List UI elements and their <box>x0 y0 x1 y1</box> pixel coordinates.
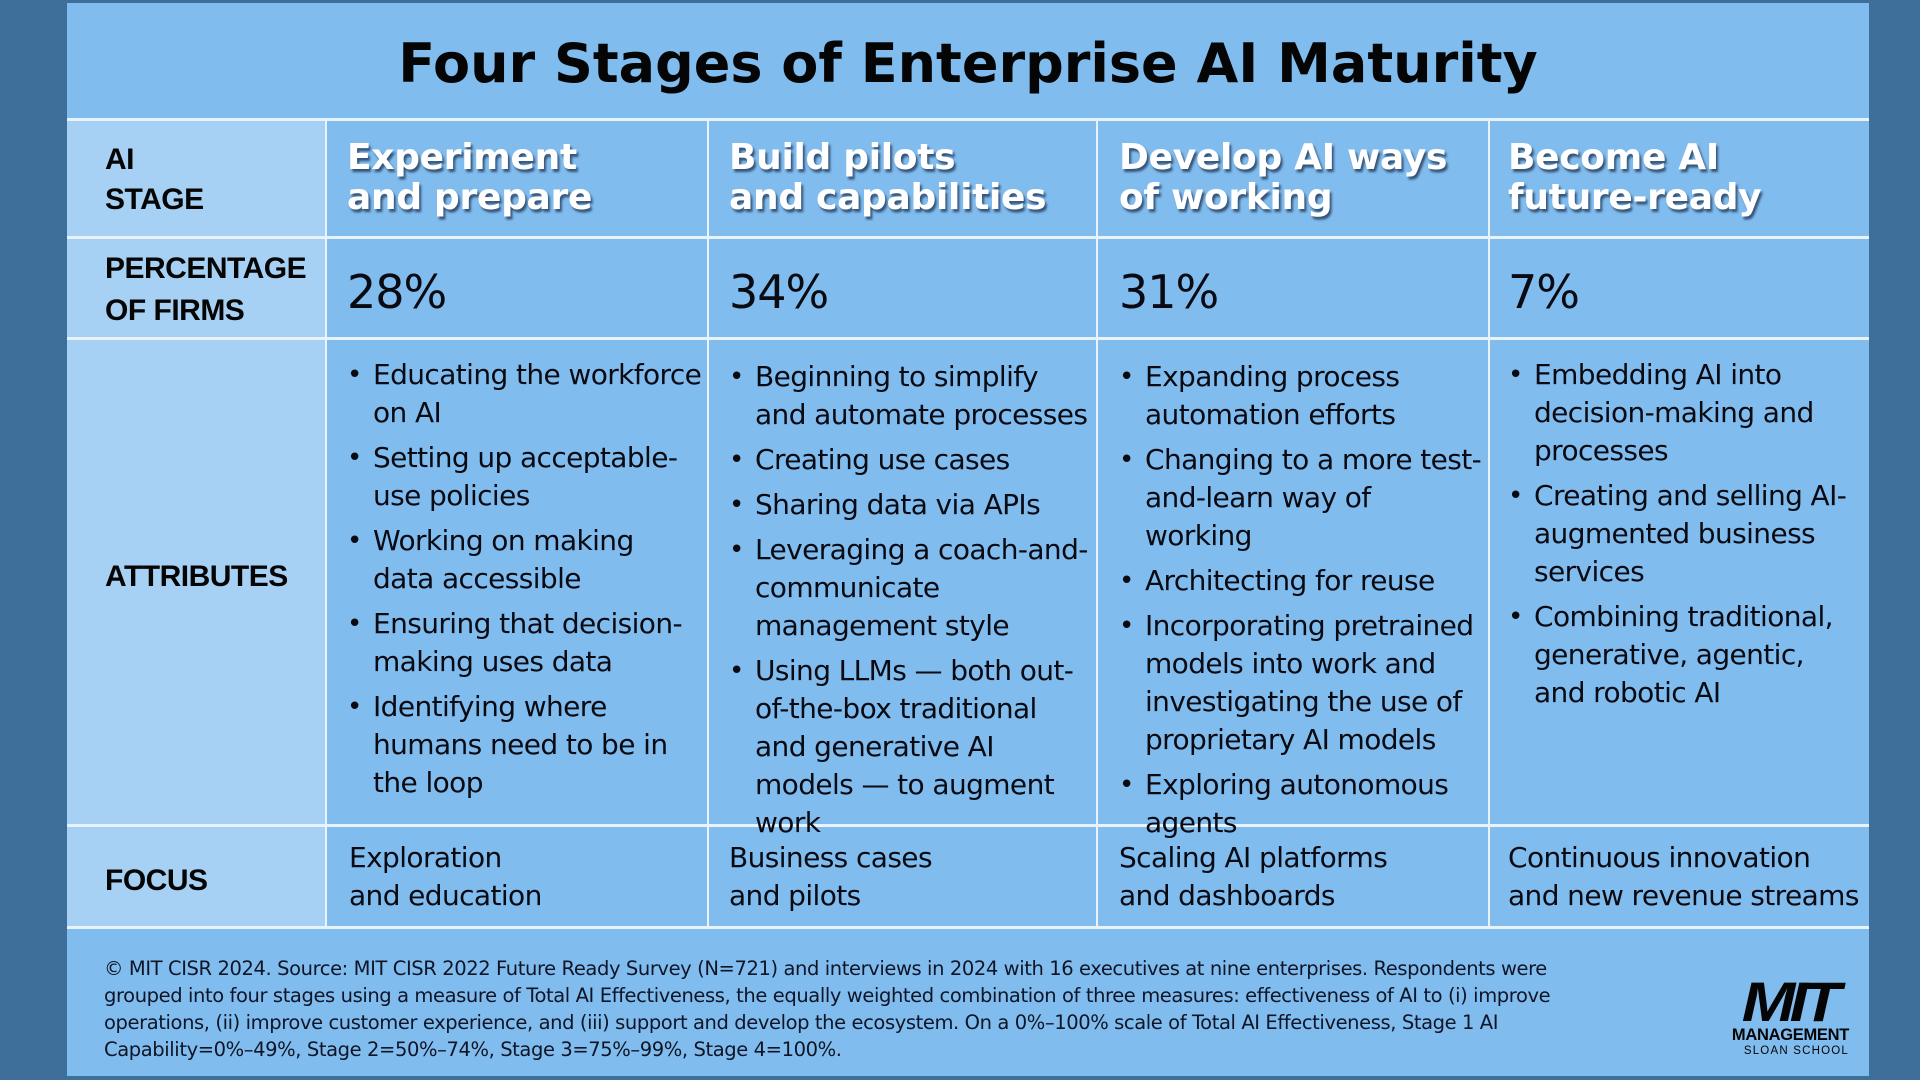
row-label-column <box>67 119 326 927</box>
logo-mit-wordmark: MIT <box>1741 970 1840 1033</box>
bullet-icon: • <box>1119 362 1134 392</box>
bullet-icon: • <box>1119 770 1134 800</box>
list-item: •Working on making data accessible <box>347 524 634 595</box>
focus-stage-1: Exploration and education <box>349 841 542 912</box>
percentage-stage-4: 7% <box>1508 265 1580 319</box>
bullet-icon: • <box>1119 445 1134 475</box>
list-item: •Exploring autonomous agents <box>1119 768 1449 839</box>
list-item: •Changing to a more test-and-learn way o… <box>1119 443 1482 552</box>
attributes-list-stage-1: •Educating the workforce on AI •Setting … <box>347 356 702 809</box>
bullet-icon: • <box>729 490 744 520</box>
column-divider-1 <box>325 121 327 927</box>
bullet-icon: • <box>347 526 362 556</box>
bullet-icon: • <box>1119 611 1134 641</box>
list-item: •Leveraging a coach-and-communicate mana… <box>729 533 1088 642</box>
divider-percentage <box>67 337 1869 340</box>
list-item: •Expanding process automation efforts <box>1119 360 1400 431</box>
percentage-stage-2: 34% <box>729 265 829 319</box>
logo-sloan-school-text: SLOAN SCHOOL <box>1743 1045 1849 1057</box>
row-label-focus: FOCUS <box>105 864 208 897</box>
attributes-list-stage-4: •Embedding AI into decision-making and p… <box>1508 356 1863 719</box>
list-item: •Ensuring that decision-making uses data <box>347 607 683 678</box>
bullet-icon: • <box>729 445 744 475</box>
column-divider-4 <box>1488 121 1490 927</box>
page-title: Four Stages of Enterprise AI Maturity <box>398 31 1538 95</box>
list-item: •Using LLMs — both out-of-the-box tradit… <box>729 654 1074 839</box>
stage-heading-3: Develop AI ways of working <box>1119 137 1448 218</box>
row-label-stage: AI STAGE <box>105 143 204 216</box>
column-divider-2 <box>707 121 709 927</box>
focus-stage-4: Continuous innovation and new revenue st… <box>1508 841 1859 912</box>
list-item: •Setting up acceptable-use policies <box>347 441 678 512</box>
list-item: •Identifying where humans need to be in … <box>347 690 668 799</box>
bullet-icon: • <box>729 362 744 392</box>
stage-heading-2: Build pilots and capabilities <box>729 137 1047 218</box>
list-item: •Educating the workforce on AI <box>347 358 702 429</box>
list-item: •Combining traditional, generative, agen… <box>1508 600 1834 709</box>
logo-management-text: MANAGEMENT <box>1731 1026 1849 1044</box>
list-item: •Creating and selling AI-augmented busin… <box>1508 479 1847 588</box>
divider-attributes <box>67 824 1869 827</box>
row-label-percentage: PERCENTAGE OF FIRMS <box>105 252 307 327</box>
bullet-icon: • <box>1119 566 1134 596</box>
attributes-list-stage-3: •Expanding process automation efforts •C… <box>1119 358 1484 849</box>
bullet-icon: • <box>729 535 744 565</box>
list-item: •Sharing data via APIs <box>729 486 1094 524</box>
bullet-icon: • <box>347 360 362 390</box>
divider-stage <box>67 236 1869 239</box>
list-item: •Creating use cases <box>729 441 1094 479</box>
maturity-panel: Four Stages of Enterprise AI Maturity AI… <box>67 3 1869 1076</box>
bullet-icon: • <box>1508 360 1523 390</box>
list-item: •Beginning to simplify and automate proc… <box>729 360 1088 431</box>
bullet-icon: • <box>1508 481 1523 511</box>
focus-stage-3: Scaling AI platforms and dashboards <box>1119 841 1388 912</box>
bullet-icon: • <box>1508 602 1523 632</box>
percentage-stage-3: 31% <box>1119 265 1219 319</box>
focus-stage-2: Business cases and pilots <box>729 841 933 912</box>
bullet-icon: • <box>347 443 362 473</box>
bullet-icon: • <box>347 692 362 722</box>
mit-sloan-logo: MIT MANAGEMENT SLOAN SCHOOL <box>1699 970 1849 1063</box>
stage-heading-4: Become AI future-ready <box>1508 137 1762 218</box>
bullet-icon: • <box>347 609 362 639</box>
bullet-icon: • <box>729 656 744 686</box>
list-item: •Incorporating pretrained models into wo… <box>1119 609 1474 756</box>
list-item: •Embedding AI into decision-making and p… <box>1508 358 1814 467</box>
divider-title <box>67 118 1869 121</box>
column-divider-3 <box>1096 121 1098 927</box>
stage-heading-1: Experiment and prepare <box>347 137 593 218</box>
list-item: •Architecting for reuse <box>1119 562 1484 600</box>
percentage-stage-1: 28% <box>347 265 447 319</box>
attributes-list-stage-2: •Beginning to simplify and automate proc… <box>729 358 1094 849</box>
row-label-attributes: ATTRIBUTES <box>105 560 288 593</box>
divider-focus <box>67 926 1869 929</box>
source-note: © MIT CISR 2024. Source: MIT CISR 2022 F… <box>104 957 1551 1061</box>
